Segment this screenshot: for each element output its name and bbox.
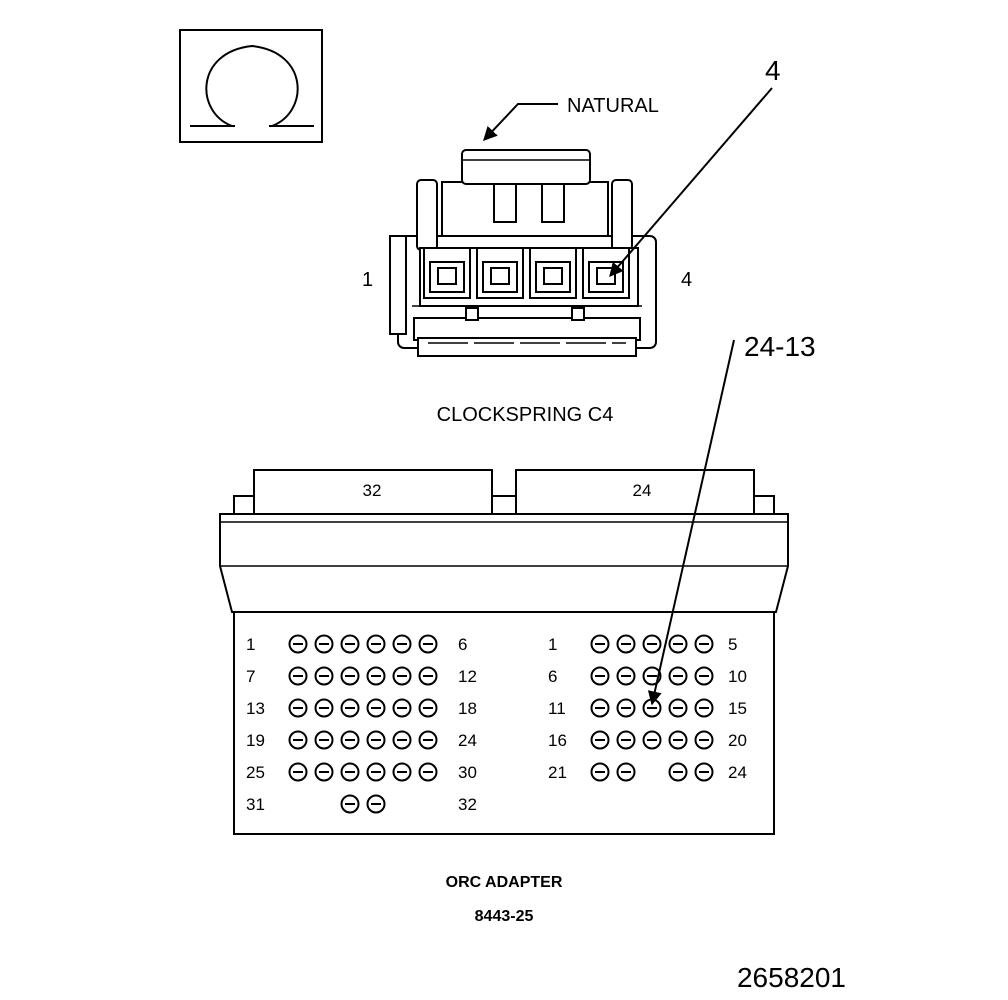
terminal-24-5: [694, 634, 714, 654]
clockspring-connector: [389, 149, 657, 357]
adapter-title: ORC ADAPTER: [446, 874, 563, 891]
terminal-32-18: [418, 698, 438, 718]
terminal-32-4: [366, 634, 386, 654]
terminal-24-18: [642, 730, 662, 750]
terminal-24-23: [668, 762, 688, 782]
terminal-32-3: [340, 634, 360, 654]
terminal-24-7: [616, 666, 636, 686]
terminal-24-22: [616, 762, 636, 782]
left-row-4-start: 19: [246, 731, 265, 750]
right-row-2-end: 10: [728, 667, 747, 686]
right-row-5-end: 24: [728, 763, 747, 782]
terminal-24-4: [668, 634, 688, 654]
terminal-24-16: [590, 730, 610, 750]
terminal-32-16: [366, 698, 386, 718]
left-row-5-end: 30: [458, 763, 477, 782]
natural-leader: [483, 103, 558, 142]
right-row-4-end: 20: [728, 731, 747, 750]
left-row-2-end: 12: [458, 667, 477, 686]
terminal-24-24: [694, 762, 714, 782]
terminal-32-31: [340, 794, 360, 814]
terminal-24-14: [668, 698, 688, 718]
terminal-32-13: [288, 698, 308, 718]
terminal-24-2: [616, 634, 636, 654]
color-label: NATURAL: [567, 95, 659, 117]
terminal-24-21: [590, 762, 610, 782]
terminal-32-30: [418, 762, 438, 782]
left-row-1-end: 6: [458, 635, 467, 654]
adapter-tab-right: 24: [633, 481, 652, 500]
terminal-24-11: [590, 698, 610, 718]
terminal-32-32: [366, 794, 386, 814]
ohm-icon: [179, 29, 323, 143]
right-row-1-end: 5: [728, 635, 737, 654]
left-row-6-start: 31: [246, 795, 265, 814]
terminal-32-19: [288, 730, 308, 750]
terminal-32-25: [288, 762, 308, 782]
pin24-13-leader: [647, 339, 735, 706]
terminal-32-10: [366, 666, 386, 686]
terminal-24-19: [668, 730, 688, 750]
terminal-32-1: [288, 634, 308, 654]
terminal-32-5: [392, 634, 412, 654]
terminal-24-17: [616, 730, 636, 750]
right-row-2-start: 6: [548, 667, 557, 686]
terminal-32-28: [366, 762, 386, 782]
terminal-32-20: [314, 730, 334, 750]
cavity-2: [476, 247, 524, 299]
terminal-24-12: [616, 698, 636, 718]
terminal-24-9: [668, 666, 688, 686]
left-row-3-end: 18: [458, 699, 477, 718]
terminal-24-6: [590, 666, 610, 686]
left-row-3-start: 13: [246, 699, 265, 718]
terminal-32-23: [392, 730, 412, 750]
left-row-6-end: 32: [458, 795, 477, 814]
cavity-1: [423, 247, 471, 299]
right-row-5-start: 21: [548, 763, 567, 782]
pin-label-right: 4: [681, 269, 692, 291]
cavity-3: [529, 247, 577, 299]
terminal-32-2: [314, 634, 334, 654]
terminal-24-8: [642, 666, 662, 686]
figure-id: 2658201: [737, 962, 846, 993]
adapter-terminals: [288, 634, 714, 814]
terminal-32-27: [340, 762, 360, 782]
pin24-13-callout: 24-13: [744, 331, 816, 362]
terminal-32-6: [418, 634, 438, 654]
left-row-4-end: 24: [458, 731, 477, 750]
terminal-32-17: [392, 698, 412, 718]
right-row-4-start: 16: [548, 731, 567, 750]
terminal-32-29: [392, 762, 412, 782]
left-row-5-start: 25: [246, 763, 265, 782]
left-row-1-start: 1: [246, 635, 255, 654]
terminal-24-10: [694, 666, 714, 686]
terminal-24-1: [590, 634, 610, 654]
right-row-3-end: 15: [728, 699, 747, 718]
terminal-24-20: [694, 730, 714, 750]
adapter-part-number: 8443-25: [475, 908, 534, 925]
left-row-2-start: 7: [246, 667, 255, 686]
pin4-leader: [609, 87, 773, 278]
right-row-3-start: 11: [548, 699, 566, 718]
terminal-32-24: [418, 730, 438, 750]
clockspring-title: CLOCKSPRING C4: [437, 404, 614, 426]
terminal-32-8: [314, 666, 334, 686]
terminal-32-26: [314, 762, 334, 782]
terminal-32-15: [340, 698, 360, 718]
terminal-32-9: [340, 666, 360, 686]
pin-label-left: 1: [362, 269, 373, 291]
terminal-24-3: [642, 634, 662, 654]
adapter-tab-left: 32: [363, 481, 382, 500]
terminal-32-14: [314, 698, 334, 718]
terminal-32-21: [340, 730, 360, 750]
cavity-4: [582, 247, 630, 299]
right-row-1-start: 1: [548, 635, 557, 654]
terminal-32-12: [418, 666, 438, 686]
terminal-32-22: [366, 730, 386, 750]
terminal-24-15: [694, 698, 714, 718]
terminal-32-11: [392, 666, 412, 686]
pin4-callout: 4: [765, 55, 781, 86]
terminal-32-7: [288, 666, 308, 686]
